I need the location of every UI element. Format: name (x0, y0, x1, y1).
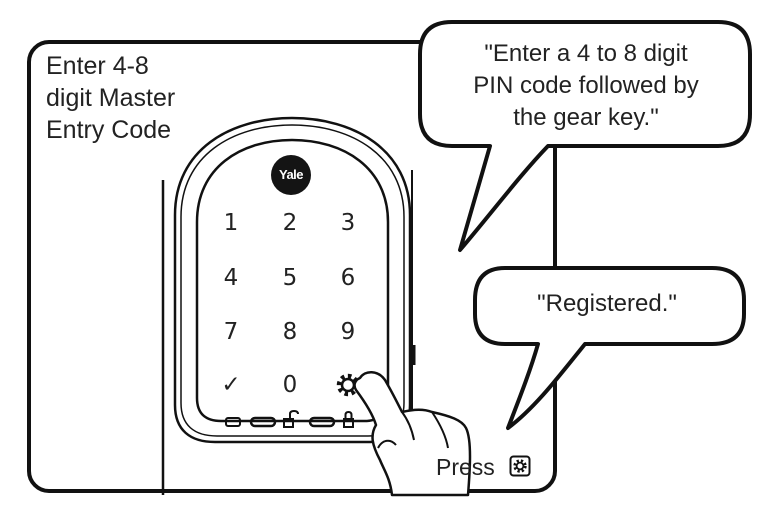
key-0[interactable]: 0 (282, 372, 298, 398)
battery-icon (225, 417, 241, 427)
key-4[interactable]: 4 (223, 265, 239, 291)
instruction-line-3: Entry Code (46, 116, 172, 144)
press-label: Press (436, 454, 495, 480)
key-3[interactable]: 3 (340, 210, 356, 236)
key-6[interactable]: 6 (340, 265, 356, 291)
bubble-1-line-2: PIN code followed by (473, 72, 699, 99)
bubble-1-line-3: the gear key." (513, 104, 659, 131)
yale-logo: Yale (271, 155, 311, 195)
keypad-glass (195, 138, 390, 423)
key-8[interactable]: 8 (282, 319, 298, 345)
key-9[interactable]: 9 (340, 319, 356, 345)
speech-bubble-1-text: "Enter a 4 to 8 digit PIN code followed … (436, 38, 736, 134)
led-bar-1 (249, 416, 277, 428)
key-check[interactable]: ✓ (221, 372, 241, 398)
bubble-1-line-1: "Enter a 4 to 8 digit (484, 40, 688, 67)
speech-bubble-2 (473, 266, 746, 430)
lock-body-inner (180, 124, 405, 437)
bubble-2-line-1: "Registered." (537, 290, 677, 317)
gear-icon (509, 455, 531, 477)
instruction-line-2: digit Master (46, 84, 176, 112)
key-5[interactable]: 5 (282, 265, 298, 291)
instruction-line-1: Enter 4-8 (46, 52, 149, 80)
speech-bubble-1 (418, 20, 752, 252)
key-7[interactable]: 7 (223, 319, 239, 345)
unlocked-padlock-icon (283, 409, 299, 428)
led-bar-2 (308, 416, 336, 428)
key-2[interactable]: 2 (282, 210, 298, 236)
instruction-text: Enter 4-8 digit Master Entry Code (46, 50, 266, 146)
locked-padlock-icon (343, 410, 354, 428)
key-1[interactable]: 1 (223, 210, 239, 236)
speech-bubble-2-text: "Registered." (478, 288, 736, 320)
